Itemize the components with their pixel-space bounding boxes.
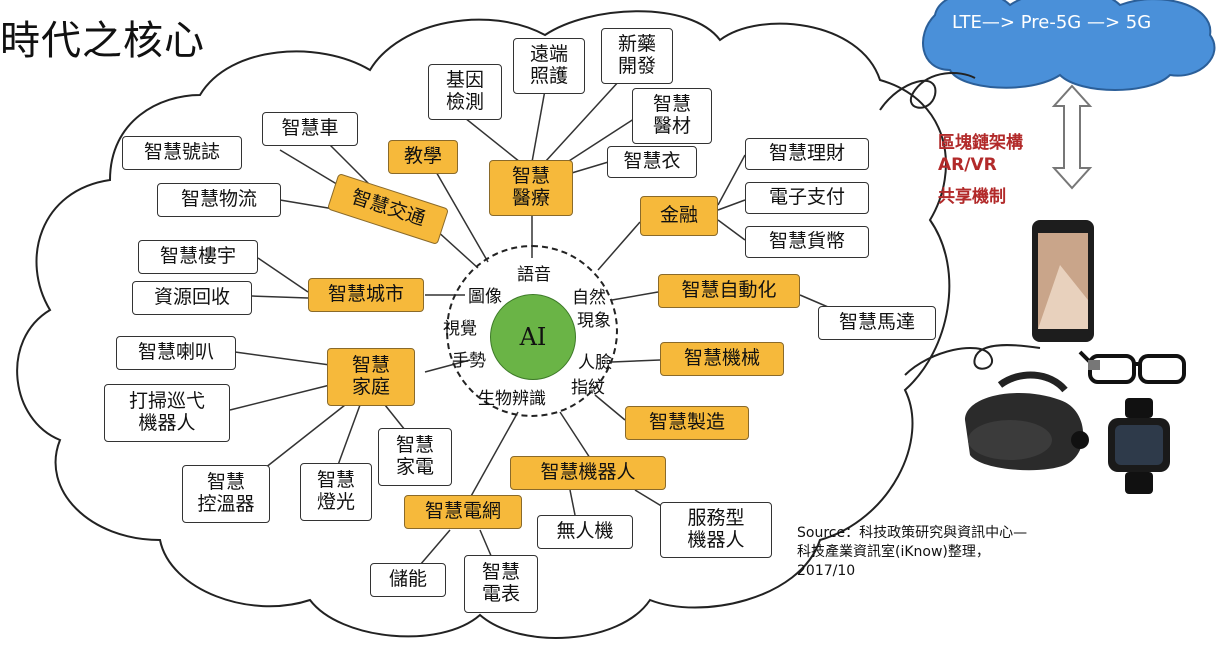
swirl-connector-bottom: [904, 344, 1041, 376]
item-smart-medical-device: 智慧 醫材: [632, 88, 712, 144]
source-line-1: Source：科技政策研究與資訊中心—: [797, 525, 1028, 541]
smartwatch-image: [1108, 398, 1170, 494]
item-new-drug-dev: 新藥 開發: [601, 28, 673, 84]
item-smart-thermostat: 智慧 控溫器: [182, 465, 270, 523]
item-gene-testing: 基因 檢測: [428, 64, 502, 120]
network-cloud: [922, 0, 1216, 91]
category-smart-robot: 智慧機器人: [510, 456, 666, 490]
page-title-fragment: 時代之核心: [0, 18, 205, 64]
item-drone: 無人機: [537, 515, 633, 549]
ring-label-fingerprint: 指紋: [571, 378, 605, 398]
blockchain-label: 區塊鏈架構: [938, 133, 1023, 153]
ring-label-vision: 視覺: [443, 319, 477, 339]
item-smart-wealth: 智慧理財: [745, 138, 869, 170]
item-e-payment: 電子支付: [745, 182, 869, 214]
category-teaching: 教學: [388, 140, 458, 174]
item-service-robot: 服務型 機器人: [660, 502, 772, 558]
item-remote-care: 遠端 照護: [513, 38, 585, 94]
item-smart-lighting: 智慧 燈光: [300, 463, 372, 521]
item-smart-logistics: 智慧物流: [157, 183, 281, 217]
item-smart-meter: 智慧 電表: [464, 555, 538, 613]
item-smart-speaker: 智慧喇叭: [116, 336, 236, 370]
item-smart-signal: 智慧號誌: [122, 136, 242, 170]
category-smart-automation: 智慧自動化: [658, 274, 800, 308]
ai-dashed-ring: [446, 245, 618, 417]
source-line-3: 2017/10: [797, 562, 856, 579]
ring-label-speech: 語音: [517, 265, 551, 285]
network-evolution-label: LTE—> Pre-5G —> 5G: [952, 12, 1152, 33]
ring-label-gesture: 手勢: [452, 351, 486, 371]
ai-center-node: AI: [490, 294, 576, 380]
item-cleaning-robot: 打掃巡弋 機器人: [104, 384, 230, 442]
arvr-label: AR/VR: [938, 155, 997, 175]
source-line-2: 科技產業資訊室(iKnow)整理，: [797, 543, 990, 560]
ring-label-image: 圖像: [468, 287, 502, 307]
category-smart-home: 智慧 家庭: [327, 348, 415, 406]
source-citation: Source：科技政策研究與資訊中心— 科技產業資訊室(iKnow)整理， 20…: [797, 524, 1027, 581]
category-smart-grid: 智慧電網: [404, 495, 522, 529]
item-smart-car: 智慧車: [262, 112, 358, 146]
smartphone-image: [1032, 220, 1094, 342]
item-smart-currency: 智慧貨幣: [745, 226, 869, 258]
ring-label-face: 人臉: [578, 353, 612, 373]
smart-glasses-image: [1078, 350, 1186, 384]
category-smart-medical: 智慧 醫療: [489, 160, 573, 216]
category-smart-machinery: 智慧機械: [660, 342, 784, 376]
item-energy-storage: 儲能: [370, 563, 446, 597]
item-smart-clothing: 智慧衣: [607, 146, 697, 178]
category-smart-city: 智慧城市: [308, 278, 424, 312]
sharing-mechanism-label: 共享機制: [938, 187, 1006, 207]
vr-headset-image: [965, 371, 1089, 471]
double-arrow-icon: [1051, 84, 1093, 190]
ring-label-nature: 自然: [572, 288, 606, 308]
item-smart-building: 智慧樓宇: [138, 240, 258, 274]
category-smart-manufacturing: 智慧製造: [625, 406, 749, 440]
category-finance: 金融: [640, 196, 718, 236]
item-smart-motor: 智慧馬達: [818, 306, 936, 340]
ring-label-phenomenon: 現象: [577, 311, 611, 331]
item-resource-recycling: 資源回收: [132, 281, 252, 315]
swirl-connector-top: [879, 72, 976, 111]
item-smart-appliance: 智慧 家電: [378, 428, 452, 486]
ring-label-biometrics: 生物辨識: [478, 389, 546, 409]
